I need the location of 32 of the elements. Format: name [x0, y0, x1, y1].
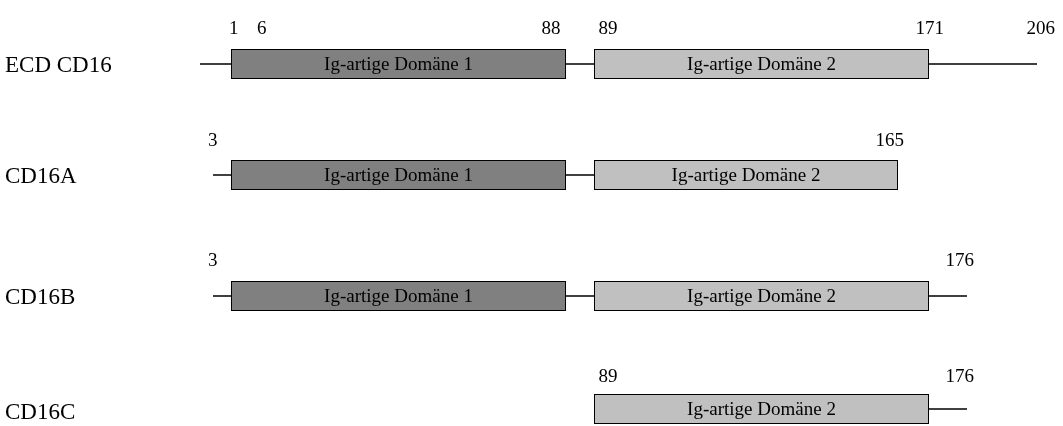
- backbone-line: [212, 174, 232, 176]
- backbone-line: [928, 63, 1038, 65]
- backbone-line: [928, 408, 968, 410]
- protein-label: CD16B: [5, 285, 76, 308]
- position-number: 3: [208, 250, 218, 269]
- domain-box: Ig-artige Domäne 2: [594, 394, 929, 424]
- position-number: 176: [945, 250, 974, 269]
- position-number: 171: [915, 18, 944, 37]
- backbone-line: [565, 63, 595, 65]
- backbone-line: [565, 295, 595, 297]
- protein-label: CD16C: [5, 400, 76, 423]
- position-number: 89: [598, 18, 618, 37]
- position-number: 206: [1026, 18, 1055, 37]
- position-number: 176: [945, 366, 974, 385]
- protein-label: ECD CD16: [5, 53, 112, 76]
- position-number: 88: [541, 18, 561, 37]
- backbone-line: [199, 63, 232, 65]
- position-number: 89: [598, 366, 618, 385]
- domain-box: Ig-artige Domäne 2: [594, 281, 929, 311]
- domain-box: Ig-artige Domäne 2: [594, 160, 898, 190]
- backbone-line: [928, 295, 968, 297]
- domain-box: Ig-artige Domäne 1: [231, 49, 566, 79]
- position-number: 165: [875, 130, 904, 149]
- domain-box: Ig-artige Domäne 2: [594, 49, 929, 79]
- position-number: 6: [257, 18, 267, 37]
- backbone-line: [212, 295, 232, 297]
- domain-box: Ig-artige Domäne 1: [231, 281, 566, 311]
- position-number: 1: [229, 18, 239, 37]
- protein-label: CD16A: [5, 164, 77, 187]
- backbone-line: [565, 174, 595, 176]
- domain-box: Ig-artige Domäne 1: [231, 160, 566, 190]
- position-number: 3: [208, 130, 218, 149]
